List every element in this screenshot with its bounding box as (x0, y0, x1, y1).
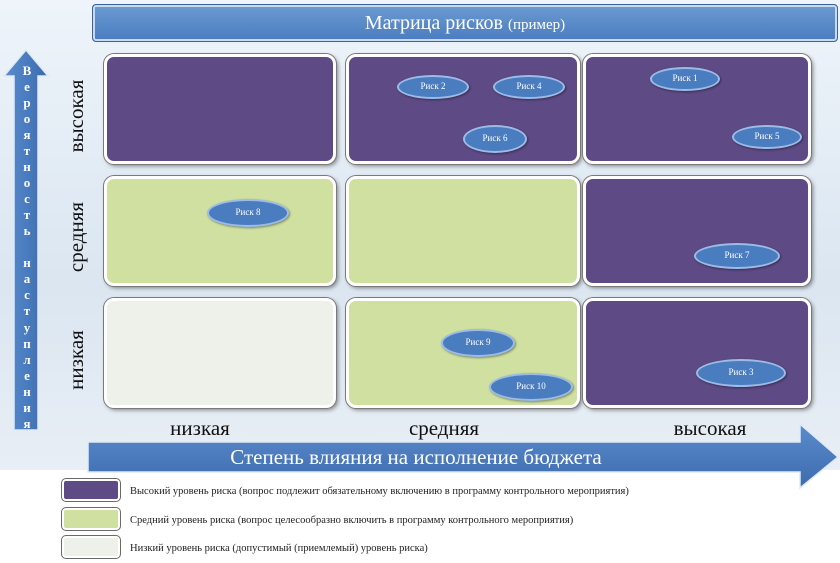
y-axis-label-letter: о (23, 111, 31, 127)
y-axis-label-letter: н (23, 255, 31, 271)
row-label-medium: средняя (64, 201, 88, 273)
y-axis-label-letter: а (23, 271, 31, 287)
legend-swatch-medium (62, 508, 120, 530)
matrix-cell-high-prob-medium-impact: Риск 2 Риск 4 Риск 6 (346, 54, 580, 164)
y-axis-label-letter: о (23, 175, 31, 191)
matrix-cell-high-prob-high-impact: Риск 1 Риск 5 (583, 54, 811, 164)
y-axis-label-letter: е (24, 367, 30, 383)
title-main: Матрица рисков (364, 12, 503, 34)
x-axis-label: Степень влияния на исполнение бюджета (230, 445, 602, 469)
y-axis-label-letter (17, 240, 37, 253)
y-axis-label-letter: и (23, 399, 31, 415)
matrix-cell-high-prob-low-impact (104, 54, 336, 164)
title-sub: (пример) (507, 17, 566, 33)
legend-text-medium: Средний уровень риска (вопрос целесообра… (130, 515, 574, 526)
matrix-cell-medium-prob-high-impact: Риск 7 (583, 176, 811, 286)
y-axis-label-letter: р (23, 95, 31, 111)
col-label-medium: средняя (408, 416, 480, 440)
col-label-high: высокая (673, 416, 747, 440)
y-axis-label-letter: н (23, 383, 31, 399)
legend-swatch-low (62, 536, 120, 558)
y-axis-label-letter: я (23, 415, 31, 431)
legend-swatch-high (62, 479, 120, 501)
y-axis-label-letter: т (23, 207, 31, 223)
matrix-cell-low-prob-high-impact: Риск 3 (583, 298, 811, 408)
y-axis-label-letter: н (23, 159, 31, 175)
risk-marker: Риск 2 (397, 75, 469, 99)
y-axis-label-letter: В (22, 63, 32, 78)
legend-text-high: Высокий уровень риска (вопрос подлежит о… (130, 486, 629, 497)
y-axis-label-letter: п (23, 335, 31, 351)
risk-marker: Риск 4 (493, 75, 565, 99)
matrix-cell-medium-prob-medium-impact (346, 176, 580, 286)
risk-marker: Риск 8 (207, 199, 289, 227)
legend-text-low: Низкий уровень риска (допустимый (приемл… (130, 543, 428, 554)
page-title: Матрица рисков (пример) (92, 4, 838, 42)
col-label-low: низкая (170, 416, 230, 440)
risk-marker: Риск 1 (650, 67, 720, 91)
x-axis-arrow (87, 422, 840, 490)
y-axis-label-letter: т (23, 303, 31, 319)
y-axis-label-letter: ь (23, 223, 31, 239)
matrix-cell-low-prob-medium-impact: Риск 9 Риск 10 (346, 298, 580, 408)
risk-marker: Риск 5 (732, 125, 802, 149)
row-label-low: низкая (64, 330, 88, 390)
y-axis-label-letter: с (24, 287, 30, 303)
y-axis-arrow (2, 48, 50, 431)
y-axis-label-letter: т (23, 143, 31, 159)
y-axis-label-letter: я (23, 127, 31, 143)
matrix-cell-low-prob-low-impact (104, 298, 336, 408)
risk-marker: Риск 7 (694, 243, 780, 269)
y-axis-label-letter: с (24, 191, 30, 207)
risk-marker: Риск 10 (489, 373, 573, 401)
matrix-cell-medium-prob-low-impact: Риск 8 (104, 176, 336, 286)
risk-marker: Риск 9 (441, 329, 515, 357)
risk-marker: Риск 3 (696, 359, 786, 387)
row-label-high: высокая (64, 79, 88, 153)
y-axis-label-letter: е (24, 79, 30, 95)
risk-marker: Риск 6 (463, 125, 527, 153)
y-axis-label-letter: л (23, 351, 31, 367)
y-axis-label-letter: у (23, 319, 31, 335)
